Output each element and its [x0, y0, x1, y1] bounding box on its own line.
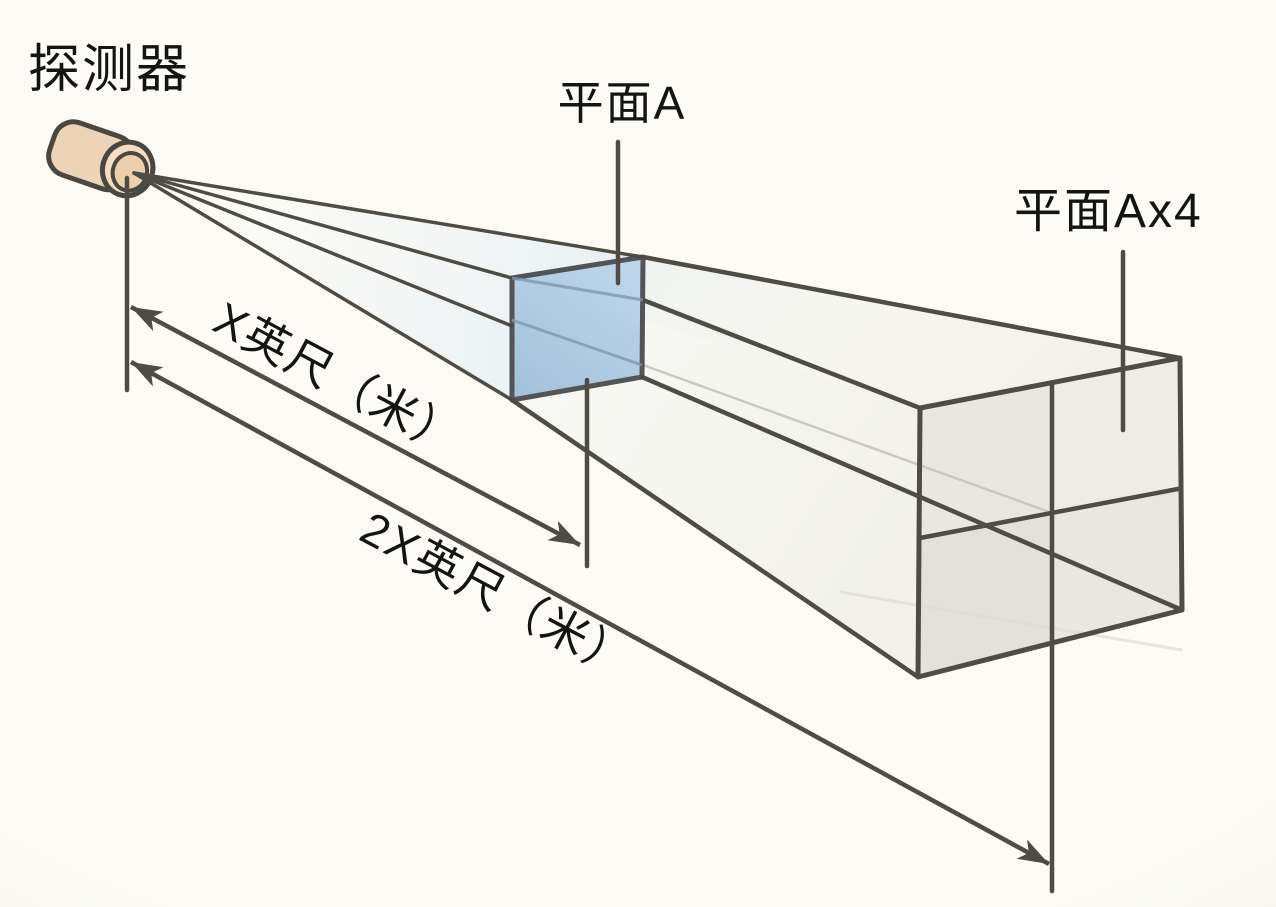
beam-wedge-top [134, 173, 643, 278]
plane-a-faint-ray-upper [511, 276, 644, 302]
plane-a-label: 平面A [557, 77, 687, 129]
distance-2x-arrow [129, 360, 1051, 866]
ray-top-back [132, 171, 645, 259]
detector-label: 探测器 [28, 41, 191, 99]
ray-bottom-back [132, 171, 514, 328]
ray-top-front [132, 171, 514, 280]
plane-a-shape [509, 254, 646, 403]
frustum-edge-top-back [640, 254, 1183, 361]
far-plane-quadrant-top-right [1052, 358, 1183, 513]
plane-ax4-label: 平面Ax4 [1014, 185, 1203, 238]
far-plane-quadrant-bottom-right [1052, 488, 1183, 643]
